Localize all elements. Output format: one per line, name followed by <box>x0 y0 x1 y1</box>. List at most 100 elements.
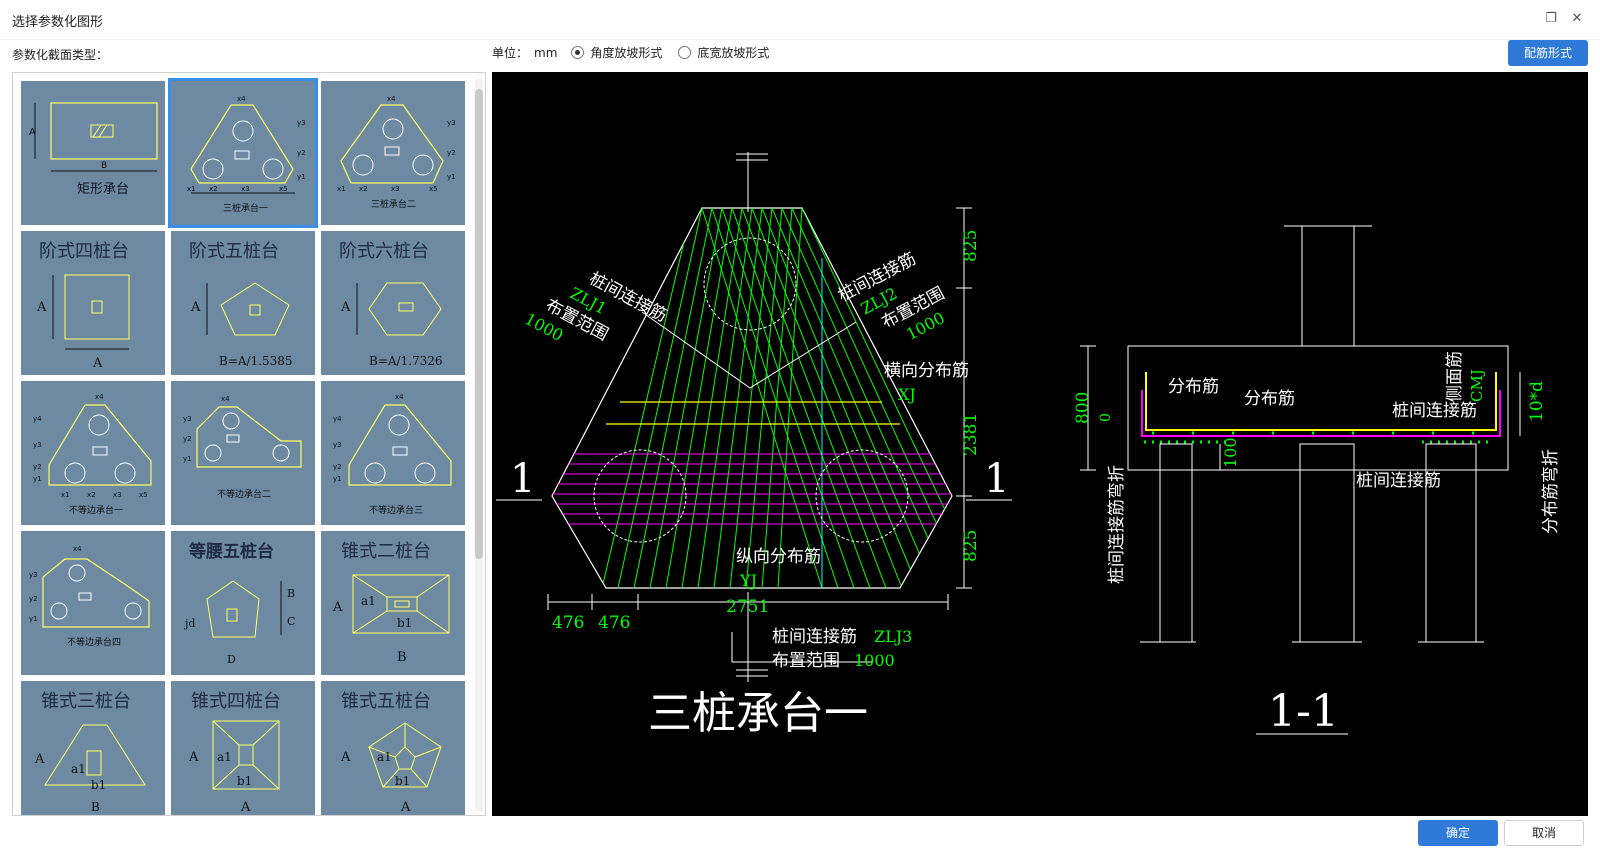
tile-dim: x4 <box>395 393 404 401</box>
tile-unequal-cap-4[interactable]: x4 y3 y2 y1 不等边承台四 <box>21 531 165 675</box>
tile-dim: A <box>188 750 199 765</box>
tile-label: 不等边承台一 <box>69 504 123 516</box>
section-title: 1-1 <box>1268 686 1339 737</box>
tile-dim: b1 <box>395 774 410 788</box>
shape-list-scrollbar[interactable] <box>475 79 483 811</box>
tile-cone-five-pile[interactable]: 锥式五桩台 A a1 b1 A <box>321 681 465 815</box>
plan-title: 三桩承台一 <box>648 688 868 739</box>
sec-dist-bend: 分布筋弯折 <box>1541 449 1561 534</box>
sec-conn: 桩间连接筋 <box>1392 401 1477 421</box>
tile-stepped-six-pile[interactable]: 阶式六桩台 A B=A/1.7326 <box>321 231 465 375</box>
section-bottom-bar <box>1141 390 1501 437</box>
angle-slope-label[interactable]: 角度放坡形式 <box>590 46 663 60</box>
tile-isosceles-five-diagram: 等腰五桩台 B C jd D <box>183 541 295 666</box>
tile-label: 锥式五桩台 <box>341 691 431 712</box>
sec-conn-bottom: 桩间连接筋 <box>1356 471 1441 491</box>
dim-476-a: 476 <box>552 613 584 633</box>
tile-dim: D <box>227 653 236 666</box>
title-bar: 选择参数化图形 ❐ ✕ <box>0 0 1600 40</box>
tile-label: 不等边承台四 <box>67 636 121 648</box>
tile-dim: y3 <box>297 119 306 127</box>
tile-dim: x2 <box>87 491 96 499</box>
shape-list-panel: A B 矩形承台 x4 y3 y2 y1 x1 x2 x3 x5 <box>12 72 486 816</box>
tile-dim: x3 <box>113 491 122 499</box>
tile-unequal-cap-2[interactable]: x4 y3 y2 y1 不等边承台二 <box>171 381 315 525</box>
section-column <box>1301 225 1355 346</box>
tile-dim: A <box>400 800 411 815</box>
section-cap <box>1127 345 1509 471</box>
tile-dim: y1 <box>333 475 342 483</box>
sec-dist-1: 分布筋 <box>1168 377 1219 397</box>
scrollbar-thumb[interactable] <box>475 89 483 559</box>
width-slope-radio[interactable] <box>678 46 692 59</box>
dim-476-b: 476 <box>598 613 630 633</box>
tile-dim: x1 <box>187 185 196 193</box>
tile-three-pile-2-diagram: x4 y3 y2 y1 x1 x2 x3 x5 三桩承台二 <box>337 95 456 210</box>
unit-label: 单位： <box>492 46 529 60</box>
tile-unequal-4-diagram: x4 y3 y2 y1 不等边承台四 <box>29 545 150 648</box>
tile-cone-four-pile[interactable]: 锥式四桩台 A a1 b1 A <box>171 681 315 815</box>
dim-2751: 2751 <box>726 597 769 617</box>
tile-label: 锥式二桩台 <box>341 541 431 562</box>
yj-label: 纵向分布筋 <box>736 547 821 567</box>
tile-dim: x4 <box>237 95 246 103</box>
sec-800: 800 <box>1073 392 1093 424</box>
tile-stepped-five-pile[interactable]: 阶式五桩台 A B=A/1.5385 <box>171 231 315 375</box>
tile-dim: y2 <box>33 463 42 471</box>
tile-cone-three-pile[interactable]: 锥式三桩台 A a1 b1 B <box>21 681 165 815</box>
tile-dim: y2 <box>447 149 456 157</box>
tile-three-pile-cap-1[interactable]: x4 y3 y2 y1 x1 x2 x3 x5 三桩承台一 <box>168 78 318 228</box>
tile-label: 阶式六桩台 <box>339 241 429 262</box>
tile-dim: a1 <box>377 750 392 764</box>
tile-dim: y2 <box>297 149 306 157</box>
tile-dim: A <box>190 300 201 315</box>
xj-label: 横向分布筋 <box>884 361 969 381</box>
tile-unequal-cap-1[interactable]: x4 y4 y3 y2 y1 x1 x2 x3 x5 不等边承台一 <box>21 381 165 525</box>
zlj3-label: 桩间连接筋 <box>772 627 857 647</box>
tile-dim: b1 <box>397 616 412 630</box>
tile-isosceles-five-pile[interactable]: 等腰五桩台 B C jd D <box>171 531 315 675</box>
rebar-form-button[interactable]: 配筋形式 <box>1508 40 1588 66</box>
tile-dim: y3 <box>33 441 42 449</box>
tile-dim: A <box>340 750 351 765</box>
tile-cone-three-diagram: 锥式三桩台 A a1 b1 B <box>34 691 146 814</box>
zlj3-code: ZLJ3 <box>874 627 912 646</box>
magenta-bars <box>552 453 952 525</box>
tile-dim: A <box>332 600 343 615</box>
drawing-svg: 1 1 825 2381 825 476 476 2751 桩间连接筋 ZLJ1… <box>496 152 1561 739</box>
cancel-button[interactable]: 取消 <box>1504 820 1584 846</box>
tile-dim: A <box>240 800 251 815</box>
tile-dim: x2 <box>209 185 218 193</box>
tile-dim: y1 <box>33 475 42 483</box>
ok-button[interactable]: 确定 <box>1418 820 1498 846</box>
leader-v <box>641 311 857 389</box>
pile-left <box>593 449 687 543</box>
tile-cone-two-pile[interactable]: 锥式二桩台 A a1 b1 B <box>321 531 465 675</box>
tile-stepped-four-pile[interactable]: 阶式四桩台 A A <box>21 231 165 375</box>
tile-unequal-3-diagram: x4 y4 y3 y2 y1 不等边承台三 <box>333 393 452 516</box>
unit-row: 单位： mm 角度放坡形式 底宽放坡形式 <box>492 44 769 61</box>
sec-dist-2: 分布筋 <box>1244 389 1295 409</box>
tile-cone-five-diagram: 锥式五桩台 A a1 b1 A <box>340 691 442 815</box>
tile-dim: x1 <box>61 491 70 499</box>
tile-unequal-2-diagram: x4 y3 y2 y1 不等边承台二 <box>183 395 302 500</box>
section-mark-right: 1 <box>984 456 1009 502</box>
tile-dim: y3 <box>183 415 192 423</box>
tile-dim: x2 <box>359 185 368 193</box>
width-slope-label[interactable]: 底宽放坡形式 <box>697 46 770 60</box>
tile-unequal-1-diagram: x4 y4 y3 y2 y1 x1 x2 x3 x5 不等边承台一 <box>33 393 152 516</box>
restore-icon[interactable]: ❐ <box>1545 11 1557 26</box>
angle-slope-radio[interactable] <box>571 46 585 59</box>
section-pile-mid <box>1299 443 1355 642</box>
tile-rect-cap[interactable]: A B 矩形承台 <box>21 81 165 225</box>
pile-right <box>815 449 909 543</box>
tile-three-pile-cap-2[interactable]: x4 y3 y2 y1 x1 x2 x3 x5 三桩承台二 <box>321 81 465 225</box>
close-icon[interactable]: ✕ <box>1571 11 1583 26</box>
sec-conn-bend: 桩间连接筋弯折 <box>1107 465 1127 584</box>
tile-cone-four-diagram: 锥式四桩台 A a1 b1 A <box>188 691 281 815</box>
tile-dim: jd <box>183 617 195 630</box>
tile-dim: A <box>36 300 47 315</box>
tile-dim: x4 <box>387 95 396 103</box>
tile-unequal-cap-3[interactable]: x4 y4 y3 y2 y1 不等边承台三 <box>321 381 465 525</box>
tile-dim: x5 <box>429 185 438 193</box>
